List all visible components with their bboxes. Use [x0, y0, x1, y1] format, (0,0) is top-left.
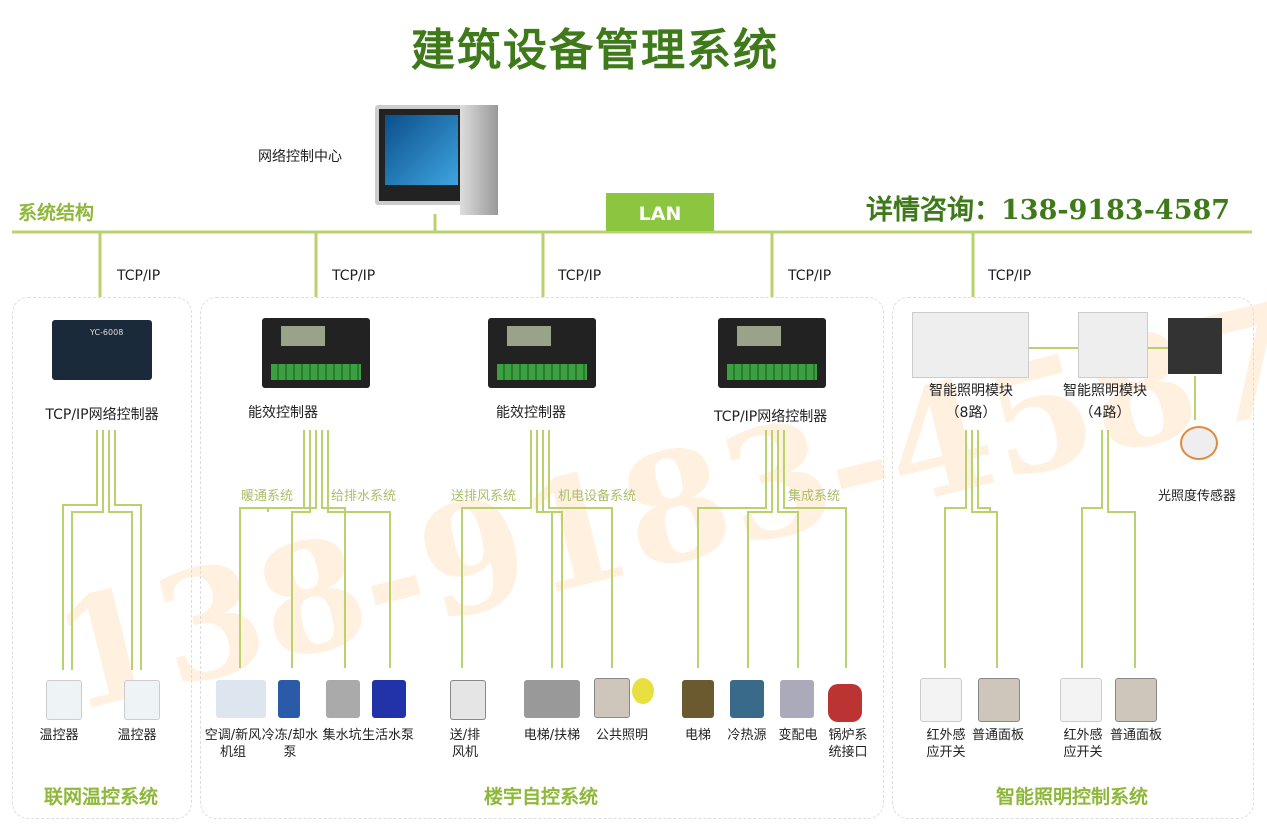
tcpip-label: TCP/IP [117, 268, 161, 284]
device-label: 电梯/扶梯 [523, 728, 581, 743]
tcpip-label: TCP/IP [788, 268, 832, 284]
device-label: 红外感应开关 [926, 728, 966, 760]
device-label: 冷冻/却水泵 [261, 728, 319, 760]
group-box-lighting [892, 297, 1254, 819]
device-label: 普通面板 [971, 728, 1024, 743]
water-pump-icon [372, 680, 406, 718]
device-label: 电梯 [684, 728, 711, 743]
subsystem-label: 暖通系统 [241, 489, 294, 504]
chiller-icon [730, 680, 764, 718]
lighting-module-8-icon [912, 312, 1029, 378]
device-label: 生活水泵 [361, 728, 414, 743]
controller-label: TCP/IP网络控制器 [714, 409, 828, 425]
module-label: 智能照明模块（4路） [1063, 383, 1147, 421]
device-label: 空调/新风机组 [204, 728, 262, 760]
pump-icon [278, 680, 300, 718]
panel-icon [594, 678, 630, 718]
light-sensor-icon [1180, 426, 1218, 460]
footer-label: 楼宇自控系统 [483, 786, 598, 808]
tcpip-label: TCP/IP [332, 268, 376, 284]
panel-icon [978, 678, 1020, 722]
sump-icon [326, 680, 360, 718]
network-controller-device-icon: YC-6008 [52, 320, 152, 380]
device-label: 温控器 [39, 728, 79, 743]
thermostat-icon [46, 680, 82, 720]
computer-tower-icon [460, 105, 498, 215]
device-label: 集水坑 [322, 728, 362, 743]
subsystem-label: 机电设备系统 [558, 489, 637, 504]
air-handler-icon [216, 680, 266, 718]
device-label: 普通面板 [1109, 728, 1162, 743]
network-center-label: 网络控制中心 [258, 149, 342, 165]
device-model-label: YC-6008 [90, 328, 124, 337]
group-box-bas [200, 297, 884, 819]
control-panel-icon [1168, 318, 1222, 374]
tcpip-label: TCP/IP [558, 268, 602, 284]
section-label: 系统结构 [18, 202, 95, 224]
device-label: 温控器 [117, 728, 157, 743]
contact-phone: 详情咨询：138-9183-4587 [866, 195, 1231, 226]
pir-switch-icon [920, 678, 962, 722]
controller-label: 能效控制器 [496, 405, 566, 421]
fan-icon [450, 680, 486, 720]
elevator-icon [682, 680, 714, 718]
escalator-icon [524, 680, 580, 718]
module-label: 智能照明模块（8路） [929, 383, 1013, 421]
device-label: 变配电 [778, 728, 818, 743]
energy-controller-device-icon [488, 318, 596, 388]
controller-label: TCP/IP网络控制器 [45, 407, 159, 423]
controller-label: 能效控制器 [248, 405, 318, 421]
thermostat-icon [124, 680, 160, 720]
device-label: 红外感应开关 [1063, 728, 1103, 760]
lan-badge: LAN [606, 193, 714, 231]
network-controller-device-icon [718, 318, 826, 388]
pir-switch-icon [1060, 678, 1102, 722]
tcpip-label: TCP/IP [988, 268, 1032, 284]
footer-label: 智能照明控制系统 [995, 786, 1148, 808]
device-label: 送/排风机 [449, 728, 481, 760]
sensor-label: 光照度传感器 [1158, 489, 1237, 504]
boiler-icon [828, 684, 862, 722]
device-label: 公共照明 [595, 728, 648, 743]
energy-controller-device-icon [262, 318, 370, 388]
panel-icon [1115, 678, 1157, 722]
device-label: 冷热源 [727, 728, 767, 743]
bulb-icon [632, 678, 654, 704]
footer-label: 联网温控系统 [43, 786, 158, 808]
subsystem-label: 给排水系统 [331, 489, 397, 504]
computer-monitor-icon [375, 105, 468, 205]
group-box-thermostat [12, 297, 192, 819]
switchgear-icon [780, 680, 814, 718]
device-label: 锅炉系统接口 [828, 728, 868, 760]
subsystem-label: 送排风系统 [451, 489, 517, 504]
subsystem-label: 集成系统 [788, 489, 841, 504]
page-title: 建筑设备管理系统 [411, 25, 779, 76]
lighting-module-4-icon [1078, 312, 1148, 378]
